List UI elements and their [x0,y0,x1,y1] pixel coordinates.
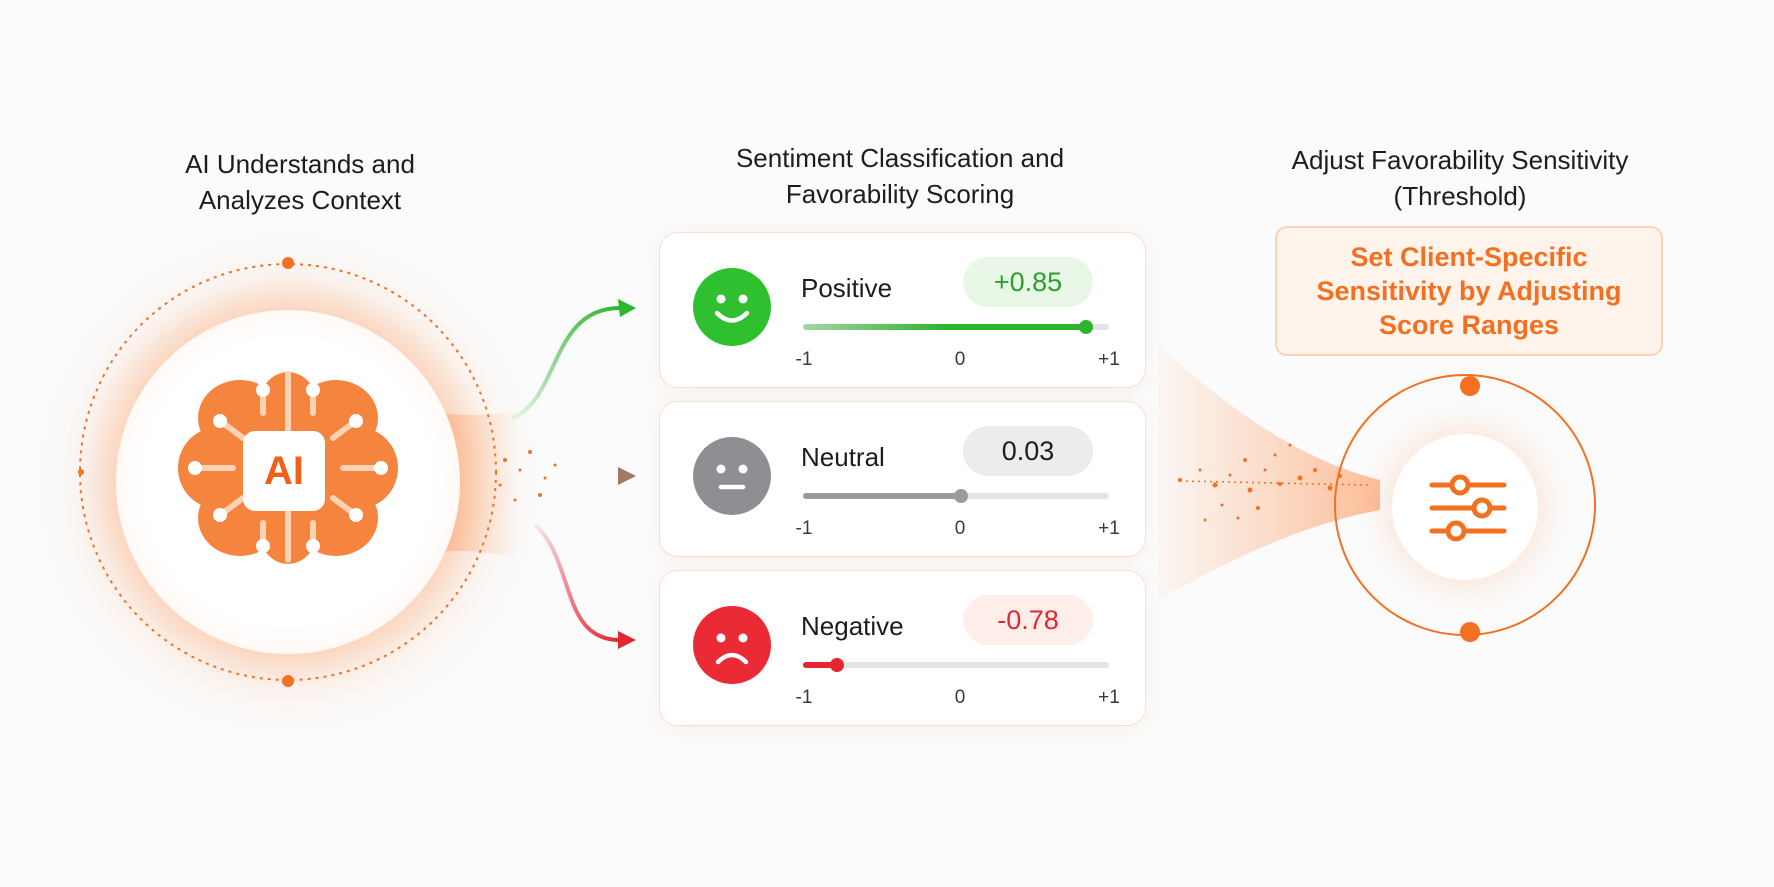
threshold-description: Set Client-Specific Sensitivity by Adjus… [1275,226,1663,356]
neutral-face-icon [693,437,771,515]
ai-heading: AI Understands and Analyzes Context [185,149,415,215]
scale-min-label: -1 [795,349,813,370]
ai-badge: AI [243,431,325,511]
score-track [803,658,1109,672]
score-pill: +0.85 [963,257,1093,307]
orbit-node-left [78,469,84,475]
score-fill [803,324,1087,330]
score-fill [803,662,837,668]
orbit-node-top [282,257,294,269]
funnel-guide [1179,480,1371,486]
sentiment-label: Neutral [801,442,885,472]
threshold-node-bottom [1460,622,1480,642]
scale-mid-label: 0 [954,518,966,539]
scale-min-label: -1 [795,687,813,708]
arrow-positive-head [618,299,636,317]
score-fill [803,493,961,499]
orbit-node-bottom [282,675,294,687]
score-marker [953,489,968,503]
score-track [803,489,1109,503]
ai-orbit [79,263,497,681]
funnel-beam [1158,345,1380,600]
arrow-neutral-head [618,467,636,485]
scale-max-label: +1 [1098,518,1120,539]
arrow-positive [511,306,621,420]
score-track [803,320,1109,334]
sentiment-label: Positive [801,273,893,303]
score-marker [1079,320,1094,334]
sentiment-card-positive: Positive +0.85 -1 0 +1 [660,233,1145,387]
sentiment-label: Negative [801,611,904,641]
scale-mid-label: 0 [954,349,966,370]
arrow-negative [533,523,621,642]
scale-mid-label: 0 [954,687,966,708]
frown-icon [693,606,771,684]
score-pill: 0.03 [963,426,1093,476]
sensitivity-heading: Adjust Favorability Sensitivity (Thresho… [1291,145,1629,211]
sentiment-card-neutral: Neutral 0.03 -1 0 +1 [660,402,1145,556]
threshold-node-top [1460,376,1480,396]
scale-max-label: +1 [1098,349,1120,370]
sentiment-card-negative: Negative -0.78 -1 0 +1 [660,571,1145,725]
smile-icon [693,268,771,346]
sentiment-heading: Sentiment Classification and Favorabilit… [735,143,1065,209]
score-pill: -0.78 [963,595,1093,645]
arrow-negative-head [618,631,636,649]
scale-max-label: +1 [1098,687,1120,708]
sliders-icon[interactable] [1428,473,1508,543]
scale-min-label: -1 [795,518,813,539]
score-marker [829,658,844,672]
